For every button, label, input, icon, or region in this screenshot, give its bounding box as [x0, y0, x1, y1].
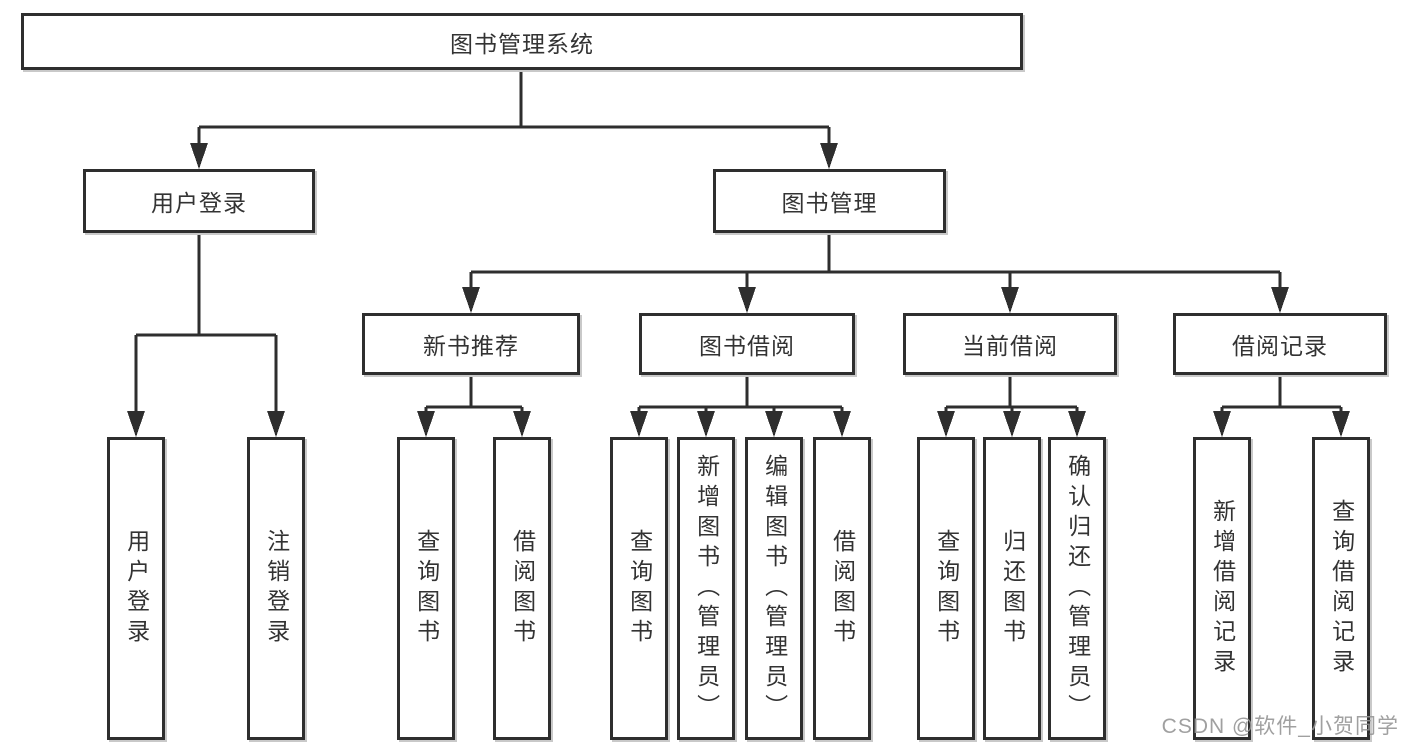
arrowhead — [1271, 287, 1289, 313]
leaf-confirm-return-admin: 确认归还（管理员） — [1048, 437, 1106, 740]
leaf-current-query-books: 查询图书 — [917, 437, 975, 740]
node-label: 新书推荐 — [423, 333, 519, 359]
node-new-book-recommend: 新书推荐 — [362, 313, 580, 375]
connector-user-login-children — [134, 233, 278, 424]
arrowhead — [765, 411, 783, 437]
arrowhead — [937, 411, 955, 437]
leaf-recommend-borrow-books: 借阅图书 — [493, 437, 551, 740]
watermark: CSDN @软件_小贺同学 — [1161, 715, 1399, 738]
leaf-borrowing-borrow-books: 借阅图书 — [813, 437, 871, 740]
node-label: 图书管理 — [781, 190, 878, 216]
node-label: 借阅记录 — [1232, 333, 1328, 359]
node-borrowing-records: 借阅记录 — [1173, 313, 1387, 375]
arrowhead — [1213, 411, 1231, 437]
arrowhead — [738, 287, 756, 313]
node-label: 编辑图书（管理员） — [761, 453, 788, 724]
leaf-edit-book-admin: 编辑图书（管理员） — [745, 437, 803, 740]
leaf-add-book-admin: 新增图书（管理员） — [677, 437, 735, 740]
connector-borrowing-children — [637, 375, 844, 424]
node-label: 确认归还（管理员） — [1064, 453, 1091, 724]
node-label: 新增图书（管理员） — [693, 453, 720, 724]
arrowhead — [267, 411, 285, 437]
arrowhead — [630, 411, 648, 437]
connector-book-management-children — [469, 233, 1282, 300]
node-book-borrowing: 图书借阅 — [639, 313, 855, 375]
node-label: 查询图书 — [933, 528, 960, 649]
arrowhead — [513, 411, 531, 437]
node-label: 借阅图书 — [829, 528, 856, 649]
leaf-user-login: 用户登录 — [107, 437, 165, 740]
node-label: 借阅图书 — [509, 528, 536, 649]
arrowhead — [462, 287, 480, 313]
node-label: 查询图书 — [626, 528, 653, 649]
leaf-query-borrow-record: 查询借阅记录 — [1312, 437, 1370, 740]
arrowhead — [1003, 411, 1021, 437]
connector-recommend-children — [424, 375, 524, 424]
leaf-borrowing-query-books: 查询图书 — [610, 437, 668, 740]
connector-records-children — [1220, 375, 1343, 424]
node-label: 注销登录 — [263, 528, 290, 649]
node-label: 用户登录 — [123, 528, 150, 649]
arrowhead — [697, 411, 715, 437]
node-label: 归还图书 — [999, 528, 1026, 649]
node-label: 查询图书 — [413, 528, 440, 649]
arrowhead — [1068, 411, 1086, 437]
leaf-add-borrow-record: 新增借阅记录 — [1193, 437, 1251, 740]
arrowhead — [1001, 287, 1019, 313]
node-label: 查询借阅记录 — [1328, 498, 1355, 679]
node-label: 用户登录 — [151, 190, 247, 216]
node-label: 新增借阅记录 — [1209, 498, 1236, 679]
leaf-recommend-query-books: 查询图书 — [397, 437, 455, 740]
arrowhead — [1332, 411, 1350, 437]
leaf-return-book: 归还图书 — [983, 437, 1041, 740]
connector-root-to-level2 — [197, 70, 831, 156]
arrowhead — [417, 411, 435, 437]
arrowhead — [833, 411, 851, 437]
arrowhead — [127, 411, 145, 437]
node-label: 当前借阅 — [962, 333, 1058, 359]
node-label: 图书管理系统 — [450, 30, 594, 57]
node-current-borrowing: 当前借阅 — [903, 313, 1117, 375]
leaf-logout: 注销登录 — [247, 437, 305, 740]
arrowhead — [190, 143, 208, 169]
node-user-login: 用户登录 — [83, 169, 315, 233]
node-book-management: 图书管理 — [713, 169, 946, 233]
node-label: 图书借阅 — [699, 333, 795, 359]
node-library-system: 图书管理系统 — [21, 13, 1023, 70]
arrowhead — [820, 143, 838, 169]
